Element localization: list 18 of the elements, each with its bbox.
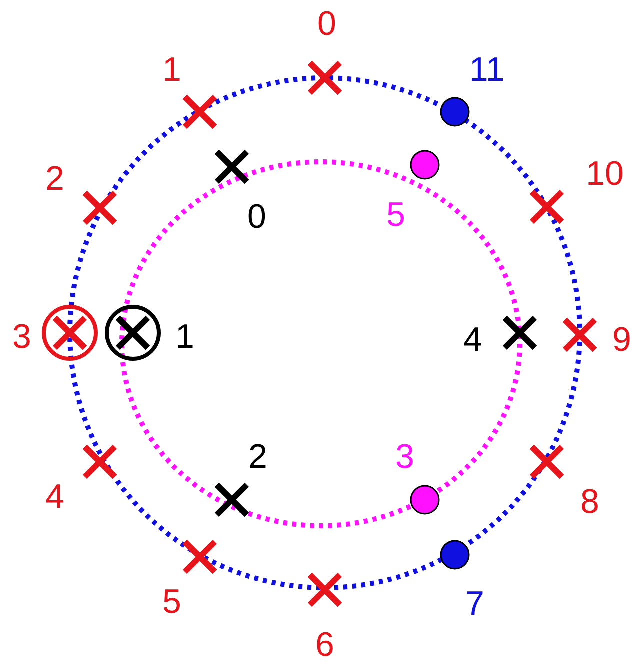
point-number: 10	[586, 157, 624, 191]
point-number: 11	[469, 53, 505, 87]
point-number: 2	[248, 440, 268, 474]
point-number: 3	[396, 440, 414, 474]
point-number: 6	[316, 628, 334, 662]
point-number: 0	[248, 200, 266, 234]
point-number: 0	[318, 7, 336, 41]
point-number: 9	[612, 323, 632, 357]
point-number: 2	[46, 162, 64, 196]
point-number: 8	[580, 485, 600, 519]
point-number: 1	[162, 53, 182, 87]
point-number: 5	[162, 585, 182, 619]
point-number: 7	[466, 587, 484, 621]
point-number: 4	[46, 480, 64, 514]
point-number: 3	[12, 320, 32, 354]
point-number: 1	[176, 320, 194, 354]
point-number: 5	[386, 198, 406, 232]
point-number: 4	[464, 323, 482, 357]
